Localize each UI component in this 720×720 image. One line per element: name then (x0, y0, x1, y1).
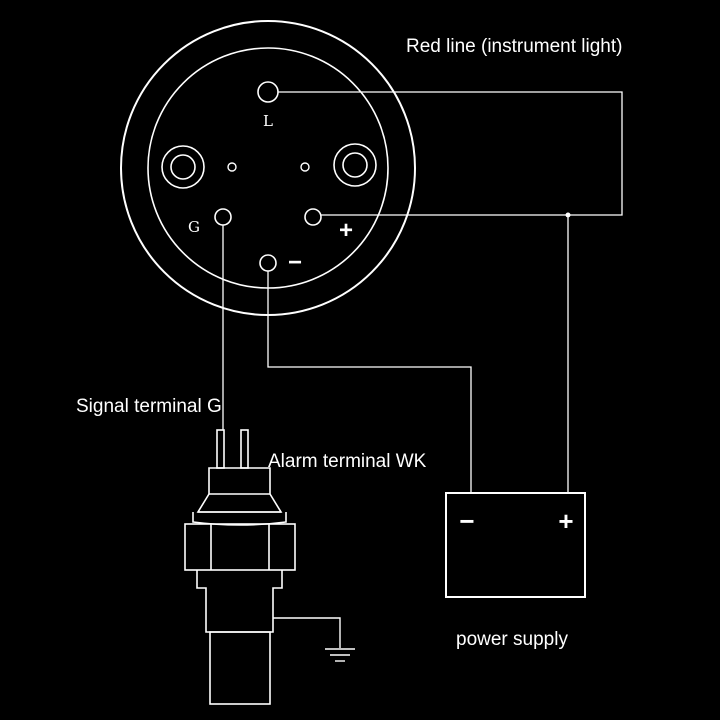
terminal-positive (304, 208, 322, 226)
label-alarm-terminal: Alarm terminal WK (268, 451, 427, 472)
sensor-tip (209, 631, 271, 705)
sensor-hex-nut (184, 523, 296, 571)
sensor-pin-wk (240, 429, 249, 469)
terminal-g-label: G (188, 218, 200, 236)
small-hole-left (227, 162, 237, 172)
label-red-line: Red line (instrument light) (406, 36, 622, 57)
sensor-pin-g (216, 429, 225, 469)
gauge: L G + − (120, 20, 416, 316)
sensor-neck (196, 493, 283, 513)
wire-junction (565, 212, 571, 218)
wires (222, 91, 623, 493)
mounting-stud-right (333, 143, 377, 187)
sensor-body (196, 570, 283, 633)
wire-instrument-light (278, 91, 623, 216)
gauge-inner-face (147, 47, 389, 289)
label-power-supply: power supply (456, 629, 568, 650)
small-hole-right (300, 162, 310, 172)
ground-connection (273, 617, 355, 662)
battery-positive-sign: + (558, 506, 573, 536)
power-supply-box (445, 492, 586, 598)
mounting-stud-left (161, 145, 205, 189)
terminal-l-label: L (263, 112, 273, 130)
terminal-negative (259, 254, 277, 272)
sensor (184, 429, 296, 705)
sensor-cap (208, 467, 271, 495)
terminal-g (214, 208, 232, 226)
terminal-l (257, 81, 279, 103)
sensor-collar (192, 512, 287, 526)
wire-negative-supply (267, 271, 472, 493)
terminal-positive-label: + (339, 217, 353, 244)
battery-negative-sign: − (459, 506, 474, 536)
terminal-negative-label: − (288, 249, 302, 276)
label-signal-terminal: Signal terminal G (76, 396, 222, 417)
